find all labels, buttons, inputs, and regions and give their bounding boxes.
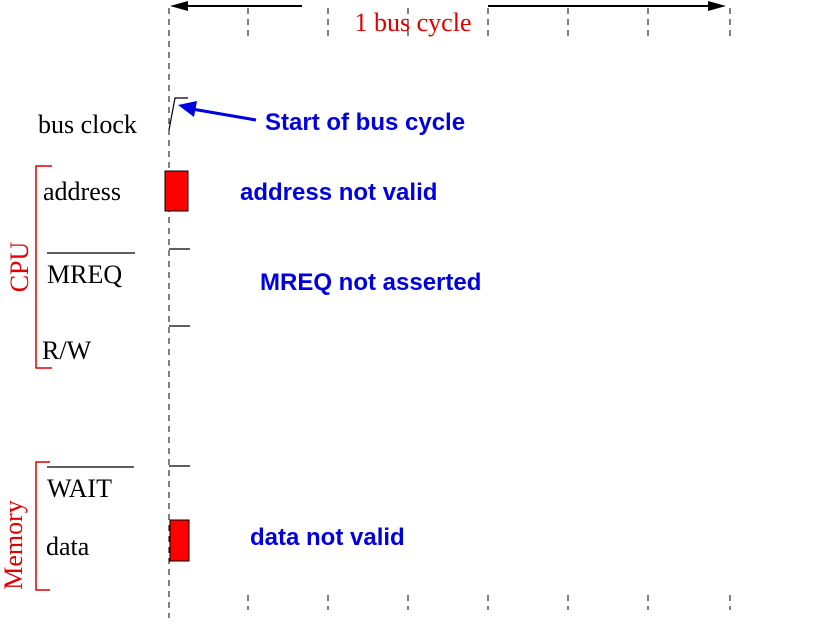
memory-group-bracket — [35, 461, 50, 591]
start-of-bus-cycle-annotation: Start of bus cycle — [265, 109, 465, 136]
data-label: data — [46, 532, 90, 561]
rw-label: R/W — [42, 336, 92, 365]
bus-cycle-span-arrow — [170, 1, 726, 11]
bus-clock-label: bus clock — [38, 110, 137, 139]
arrowhead-right — [708, 1, 726, 11]
start-annotation-arrowhead — [178, 101, 197, 117]
memory-group-label: Memory — [0, 500, 28, 590]
mreq-not-asserted-annotation: MREQ not asserted — [260, 269, 481, 296]
wait-label: WAIT — [47, 474, 112, 503]
data-invalid-block — [169, 519, 190, 562]
arrowhead-left — [170, 1, 188, 11]
data-not-valid-annotation: data not valid — [250, 524, 405, 551]
mreq-label: MREQ — [47, 260, 122, 289]
cpu-group-bracket — [35, 165, 52, 369]
cpu-group-label: CPU — [5, 241, 34, 292]
bus-cycle-label: 1 bus cycle — [355, 8, 472, 37]
address-not-valid-annotation: address not valid — [240, 179, 437, 206]
address-label: address — [43, 177, 121, 206]
bus-clock-rising-edge — [168, 97, 188, 131]
address-invalid-block — [164, 170, 189, 212]
timing-grid — [168, 8, 731, 618]
start-annotation-arrow — [191, 107, 257, 122]
